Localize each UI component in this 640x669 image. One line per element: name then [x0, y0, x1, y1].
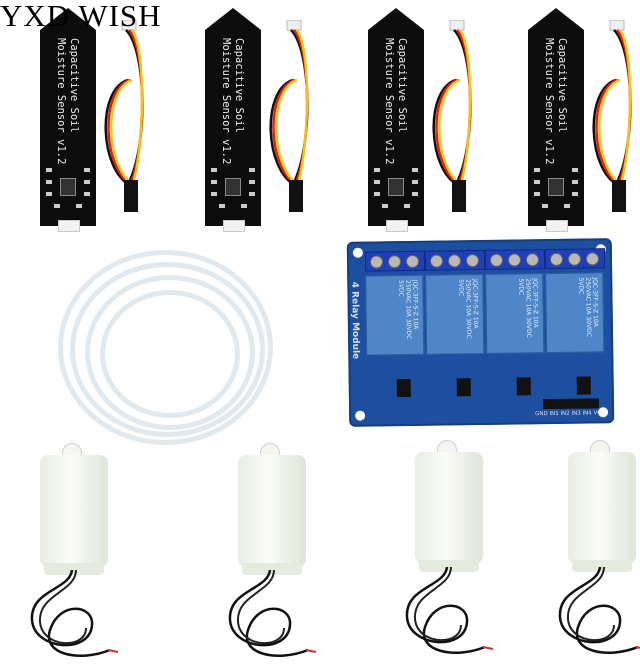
smd-component	[46, 180, 52, 184]
smd-component	[249, 168, 255, 172]
water-pump	[228, 443, 317, 657]
jst-connector	[223, 220, 245, 232]
pump-body	[415, 452, 483, 564]
smd-component	[46, 168, 52, 172]
sensor-label: Capacitive Soil Moisture Sensor v1.2	[55, 38, 80, 165]
screw-terminal	[364, 250, 426, 272]
terminal-screw	[567, 252, 582, 266]
smd-component	[534, 180, 540, 184]
optocoupler	[456, 378, 471, 397]
smd-component	[249, 192, 255, 196]
terminal-screw	[429, 254, 444, 268]
sensor-tip	[205, 8, 261, 30]
smd-component	[46, 192, 52, 196]
smd-component	[534, 168, 540, 172]
smd-component	[84, 168, 90, 172]
smd-component	[374, 192, 380, 196]
relay: JQC-3FF-S-Z 10A 250VAC 10A 30VDC 5VDC	[365, 274, 425, 356]
sensor-tip	[40, 8, 96, 30]
water-pump	[405, 440, 494, 654]
sensor-chip	[225, 178, 241, 196]
relay: JQC-3FF-S-Z 10A 250VAC 10A 30VDC 5VDC	[545, 272, 605, 354]
terminal-screw	[447, 254, 462, 268]
terminal-screw	[387, 255, 402, 269]
terminal-screw	[405, 254, 420, 269]
smd-component	[84, 180, 90, 184]
pump-base	[242, 563, 302, 575]
terminal-screw	[465, 254, 480, 268]
smd-component	[412, 192, 418, 196]
sensor-chip	[548, 178, 564, 196]
header-pins	[542, 398, 600, 410]
sensor-label: Capacitive Soil Moisture Sensor v1.2	[383, 38, 408, 165]
terminal-screw	[369, 255, 384, 269]
smd-component	[572, 192, 578, 196]
smd-component	[572, 168, 578, 172]
relay: JQC-3FF-S-Z 10A 250VAC 10A 30VDC 5VDC	[425, 273, 485, 355]
smd-component	[249, 180, 255, 184]
smd-component	[382, 204, 388, 208]
smd-component	[572, 180, 578, 184]
terminal-screw	[507, 253, 522, 267]
screw-terminal	[484, 249, 546, 270]
pump-body	[568, 452, 636, 564]
optocoupler	[396, 378, 411, 398]
soil-moisture-sensor: Capacitive Soil Moisture Sensor v1.2	[528, 8, 584, 232]
sensor-label: Capacitive Soil Moisture Sensor v1.2	[543, 38, 568, 165]
smd-component	[54, 204, 60, 208]
smd-component	[404, 204, 410, 208]
terminal-screw	[489, 253, 504, 267]
sensor-tip	[528, 8, 584, 30]
smd-component	[241, 204, 247, 208]
pump-body	[238, 455, 306, 567]
jst-connector	[386, 220, 408, 232]
smd-component	[542, 204, 548, 208]
smd-component	[564, 204, 570, 208]
sensor-cable	[426, 19, 478, 220]
jst-connector	[546, 220, 568, 232]
smd-component	[374, 180, 380, 184]
smd-component	[534, 192, 540, 196]
smd-component	[211, 168, 217, 172]
soil-moisture-sensor: Capacitive Soil Moisture Sensor v1.2	[205, 8, 261, 232]
smd-component	[211, 192, 217, 196]
smd-component	[211, 180, 217, 184]
soil-moisture-sensor: Capacitive Soil Moisture Sensor v1.2	[368, 8, 424, 232]
pin-labels: GND IN1 IN2 IN3 IN4 VCC	[535, 410, 605, 418]
smd-component	[84, 192, 90, 196]
terminal-screw	[585, 252, 600, 266]
sensor-chip	[60, 178, 76, 196]
relay: JQC-3FF-S-Z 10A 250VAC 10A 30VDC 5VDC	[485, 273, 545, 354]
relay-module: 4 Relay Module JQC-3FF-S-Z 10A 250VAC 10…	[346, 238, 615, 427]
jst-connector	[58, 220, 80, 232]
optocoupler	[576, 376, 591, 395]
water-pump	[30, 443, 119, 657]
relay-module-label: 4 Relay Module	[349, 281, 361, 360]
smd-component	[219, 204, 225, 208]
terminal-screw	[525, 253, 540, 267]
smd-component	[412, 180, 418, 184]
sensor-label: Capacitive Soil Moisture Sensor v1.2	[220, 38, 245, 165]
smd-component	[412, 168, 418, 172]
pump-body	[40, 455, 108, 567]
pump-base	[572, 560, 632, 572]
pump-base	[44, 563, 104, 575]
sensor-cable	[586, 19, 638, 220]
screw-terminal	[544, 248, 606, 270]
smd-component	[374, 168, 380, 172]
brand-watermark: YXD WISH	[0, 0, 162, 33]
optocoupler	[516, 377, 531, 396]
screw-terminal	[424, 249, 486, 271]
sensor-chip	[388, 178, 404, 196]
pump-base	[419, 560, 479, 572]
water-pump	[558, 440, 640, 654]
sensor-cable	[263, 19, 315, 220]
soil-moisture-sensor: Capacitive Soil Moisture Sensor v1.2	[40, 8, 96, 232]
sensor-tip	[368, 8, 424, 30]
sensor-cable	[98, 19, 150, 220]
smd-component	[76, 204, 82, 208]
terminal-screw	[549, 252, 564, 267]
